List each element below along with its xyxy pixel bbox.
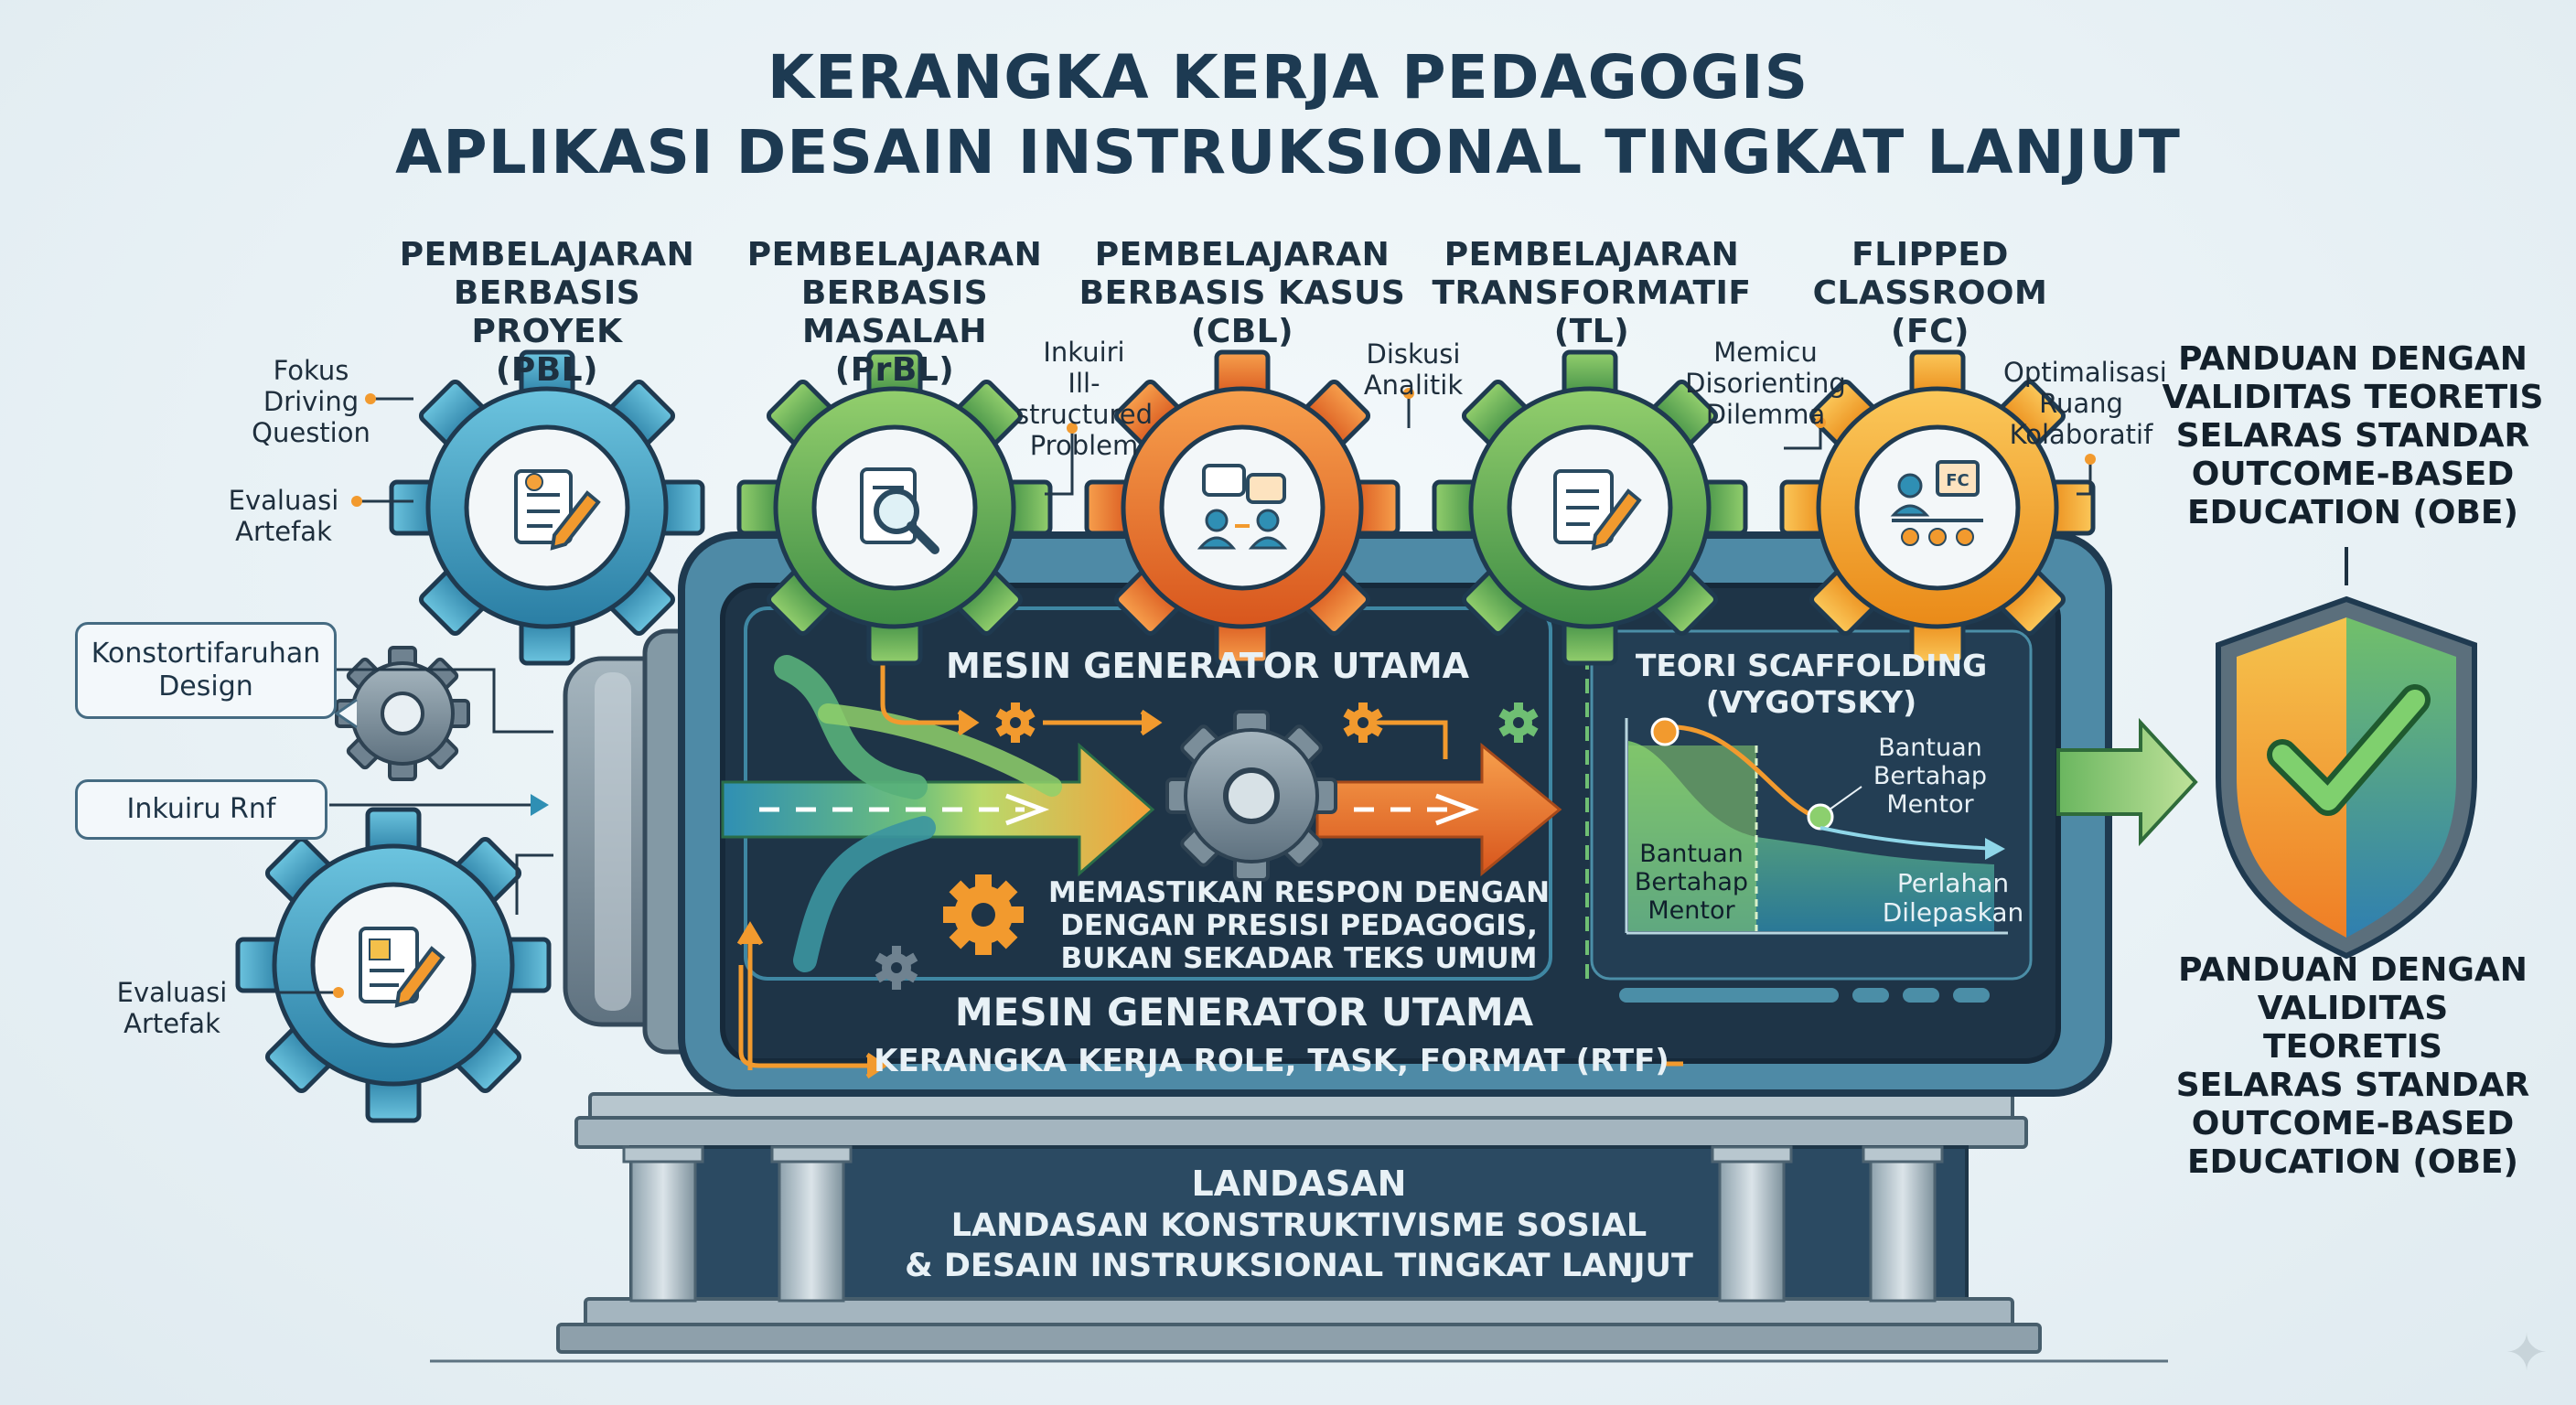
- gear-icon-lower: [235, 807, 552, 1123]
- gear-icon-cbl: [1084, 349, 1401, 666]
- scaffold-title: TEORI SCAFFOLDING(VYGOTSKY): [1635, 648, 1988, 720]
- sparkle-icon: ✦: [2505, 1324, 2549, 1383]
- leader-dots: [333, 388, 2096, 998]
- gear-icon-tl: [1432, 349, 1748, 666]
- gear-icon-fc: FC: [1779, 349, 2096, 666]
- svg-text:FC: FC: [1946, 471, 1970, 490]
- engine-top-label: MESIN GENERATOR UTAMA: [945, 646, 1470, 686]
- engine-rtf-label: KERANGKA KERJA ROLE, TASK, FORMAT (RTF): [874, 1043, 1669, 1079]
- gear-icon-pbl: [389, 349, 705, 666]
- gear-icon-prbl: [736, 349, 1053, 666]
- engine-bottom-label: MESIN GENERATOR UTAMA: [954, 990, 1534, 1035]
- engine-gear-icon: [1165, 710, 1337, 882]
- pedestal: [430, 1092, 2168, 1363]
- output-arrow: [2056, 717, 2198, 847]
- callout-pointer: [334, 698, 358, 729]
- orange-gear-icon: [943, 874, 1024, 955]
- mini-gear-icon: [995, 702, 1036, 743]
- internal-arrows: [736, 654, 1683, 1079]
- base-title: LANDASAN: [1191, 1164, 1407, 1204]
- page-subtitle: APLIKASI DESAIN INSTRUKSIONAL TINGKAT LA…: [395, 117, 2181, 188]
- mini-gear-icon: [1498, 702, 1539, 743]
- base-line-2: & DESAIN INSTRUKSIONAL TINGKAT LANJUT: [905, 1248, 1693, 1284]
- input-arrow-head: [531, 794, 549, 816]
- shield-check-icon: [2216, 547, 2477, 960]
- base-line-1: LANDASAN KONSTRUKTIVISME SOSIAL: [950, 1207, 1648, 1244]
- mini-gear-icon: [1343, 702, 1383, 743]
- scaffold-chart: [1625, 717, 2008, 935]
- leader-lines: [279, 393, 2092, 994]
- small-gear-icon: [335, 646, 470, 781]
- main-flow-arrow: [721, 655, 1562, 972]
- mini-gear-icon: [875, 946, 918, 990]
- pillar: [622, 1145, 1944, 1303]
- callout-inkuiru: Inkuiru Rnf: [75, 779, 327, 840]
- page-title: KERANGKA KERJA PEDAGOGIS: [767, 42, 1809, 113]
